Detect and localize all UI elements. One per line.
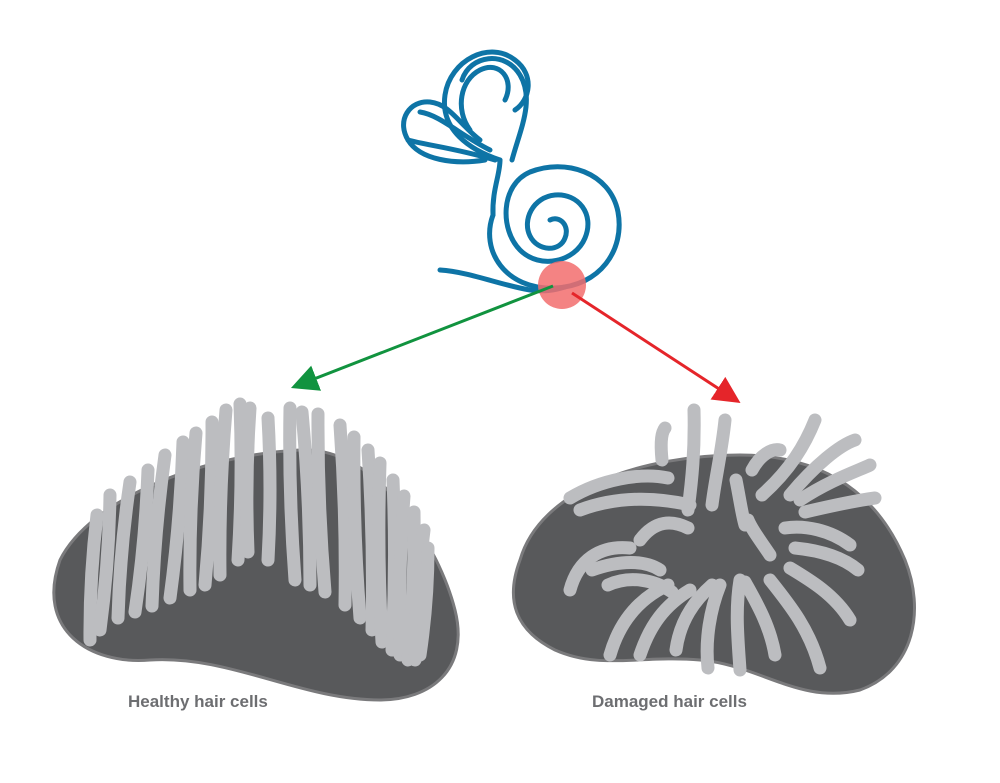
hair-cell bbox=[705, 413, 732, 512]
hair-cell bbox=[283, 401, 302, 587]
hair-cell bbox=[372, 456, 389, 649]
hair-cell bbox=[311, 407, 332, 599]
hair-cell bbox=[240, 401, 257, 559]
hair-cell bbox=[111, 475, 137, 625]
hair-cell bbox=[213, 403, 233, 582]
hair-cell bbox=[654, 421, 672, 467]
hair-cell bbox=[145, 448, 172, 613]
hair-cell bbox=[128, 463, 155, 619]
hair-cell bbox=[261, 411, 277, 567]
hair-cell bbox=[295, 405, 317, 592]
damaged-hair-cells-illustration bbox=[511, 403, 916, 695]
hair-cell bbox=[738, 575, 782, 662]
hair-cell bbox=[778, 520, 857, 552]
hair-cell bbox=[741, 513, 777, 562]
hair-cell bbox=[347, 430, 367, 625]
hair-cell bbox=[730, 573, 747, 677]
damaged-hair-cells bbox=[563, 403, 882, 677]
hair-cell bbox=[633, 583, 697, 662]
hair-cell bbox=[763, 573, 827, 675]
hair-cell bbox=[755, 413, 822, 502]
hair-cell bbox=[700, 578, 727, 675]
hair-cell bbox=[745, 443, 787, 477]
hair-cell bbox=[793, 458, 877, 507]
hair-cell bbox=[563, 469, 675, 505]
hair-cell bbox=[333, 418, 352, 612]
hair-cell bbox=[603, 578, 675, 662]
hair-cell bbox=[798, 491, 882, 519]
hair-cell bbox=[413, 541, 435, 662]
damaged-hair-cells-label: Damaged hair cells bbox=[592, 692, 747, 711]
hair-cell bbox=[198, 415, 219, 592]
hair-cell bbox=[163, 435, 190, 605]
hair-cell bbox=[669, 578, 719, 657]
hair-cell bbox=[573, 492, 697, 517]
cochlea-icon bbox=[401, 49, 622, 294]
hair-cell bbox=[585, 556, 667, 577]
hair-cell bbox=[681, 403, 701, 517]
hair-cell bbox=[183, 426, 203, 597]
hair-cell bbox=[393, 489, 411, 662]
hair-cell bbox=[83, 508, 104, 647]
hair-cell bbox=[783, 561, 857, 627]
highlight-circle bbox=[538, 261, 586, 309]
arrow-down-left bbox=[290, 284, 554, 391]
hair-cell bbox=[361, 443, 379, 637]
hair-cell bbox=[93, 488, 117, 637]
hair-cell bbox=[783, 433, 862, 502]
healthy-hair-cells-label: Healthy hair cells bbox=[128, 692, 268, 711]
hair-cell bbox=[563, 541, 637, 597]
healthy-hair-cells-illustration bbox=[52, 397, 460, 702]
arrow-down-right bbox=[571, 291, 741, 403]
hair-cell bbox=[788, 541, 865, 577]
healthy-hair-cells bbox=[83, 397, 435, 667]
hair-cell bbox=[633, 516, 695, 547]
